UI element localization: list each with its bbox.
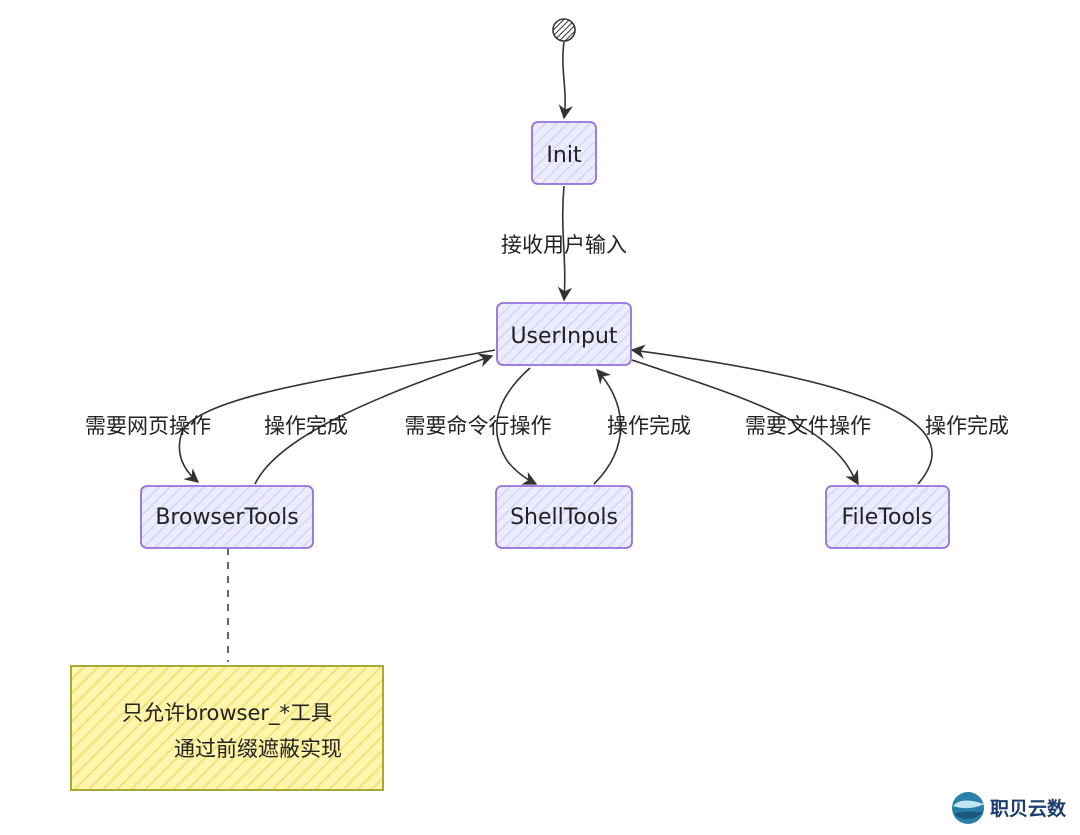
start-point-icon (552, 18, 576, 42)
node-browser-tools[interactable]: BrowserTools (140, 485, 314, 549)
edge-browser-userinput (254, 353, 494, 485)
note-line-2: 通过前缀遮蔽实现 (174, 737, 342, 761)
edge-label-need-cmd: 需要命令行操作 (405, 414, 552, 438)
node-file-tools[interactable]: FileTools (825, 485, 950, 549)
node-user-input-label: UserInput (510, 324, 617, 349)
node-init[interactable]: Init (531, 121, 597, 185)
edge-label-browser-done: 操作完成 (264, 414, 348, 438)
edge-label-shell-done: 操作完成 (607, 414, 691, 438)
node-user-input[interactable]: UserInput (496, 302, 632, 366)
node-browser-tools-label: BrowserTools (155, 505, 298, 530)
edge-label-file-done: 操作完成 (925, 414, 1009, 438)
edge-shell-userinput (593, 368, 622, 485)
edge-label-need-file: 需要文件操作 (745, 414, 871, 438)
brand-name: 职贝云数 (990, 797, 1067, 820)
edge-userinput-browser (178, 349, 496, 483)
brand-watermark: 职贝云数 (952, 792, 1067, 824)
node-file-tools-label: FileTools (841, 505, 932, 530)
edge-userinput-file (631, 359, 859, 486)
edge-init-userinput (557, 185, 573, 302)
node-shell-tools[interactable]: ShellTools (495, 485, 633, 549)
node-shell-tools-label: ShellTools (510, 505, 618, 530)
edge-start-init (558, 41, 573, 120)
edge-label-need-web: 需要网页操作 (85, 414, 211, 438)
edge-userinput-shell (495, 367, 538, 485)
node-init-label: Init (546, 143, 582, 168)
note-browser-tools: 只允许browser_*工具 通过前缀遮蔽实现 (70, 665, 384, 791)
brand-logo-icon (952, 792, 984, 824)
edge-label-receive-input: 接收用户输入 (501, 233, 627, 257)
note-line-1: 只允许browser_*工具 (122, 701, 332, 726)
edge-file-userinput (630, 344, 933, 485)
